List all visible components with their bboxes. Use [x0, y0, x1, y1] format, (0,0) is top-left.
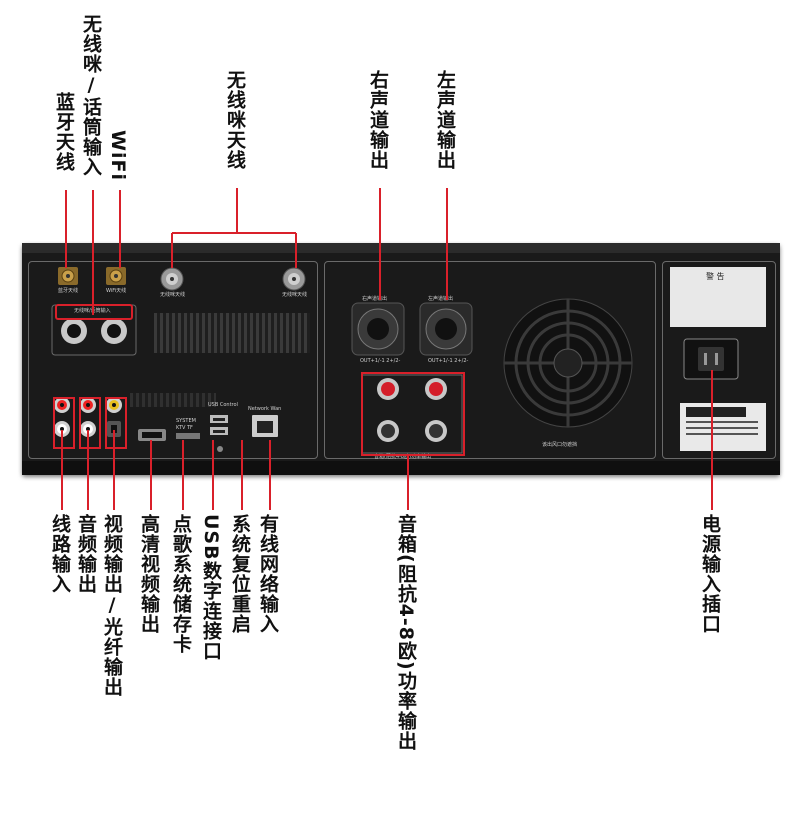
- label-bluetooth-antenna: 蓝牙天线: [53, 92, 75, 172]
- panel-text-bt: 蓝牙天线: [58, 288, 79, 294]
- speakon-left: [419, 302, 473, 356]
- rca-audio-output: [80, 397, 96, 437]
- chassis-top-edge: [22, 243, 780, 253]
- panel-text-warning: 警 告: [706, 272, 725, 281]
- vent-grill-small: [130, 393, 216, 407]
- label-speaker-output: 音箱(阻抗4-8欧)功率输出: [395, 514, 417, 751]
- speakon-right: [351, 302, 405, 356]
- chassis-bottom-edge: [22, 461, 780, 475]
- label-hd-video-output: 高清视频输出: [138, 514, 160, 634]
- binding-posts: [377, 378, 447, 442]
- rj45-port: [252, 415, 278, 437]
- right-io-frame: [324, 261, 656, 459]
- label-usb-port: USB数字连接口: [200, 514, 222, 661]
- rca-line-input: [54, 397, 70, 437]
- panel-text-out-spec-l: OUT+1/-1 2+/2-: [428, 358, 469, 364]
- panel-text-network: Network Wan: [248, 406, 282, 412]
- usb-ports: [210, 415, 228, 452]
- label-left-channel-output: 左声道输出: [434, 70, 456, 170]
- bluetooth-antenna-connector: [58, 267, 78, 285]
- label-wireless-mic-input: 无线咪/话筒输入: [80, 14, 102, 177]
- mic-jack-1: [61, 318, 87, 344]
- panel-text-ktv: KTV TF: [176, 425, 193, 431]
- panel-text-mic-ant-r: 无线咪天线: [282, 292, 308, 298]
- panel-text-usb: USB Control: [208, 402, 238, 408]
- label-wifi: WiFi: [107, 130, 129, 181]
- label-wireless-mic-antenna: 无线咪天线: [224, 70, 246, 170]
- panel-text-out-spec-r: OUT+1/-1 2+/2-: [360, 358, 401, 364]
- iec-power-socket: [683, 338, 739, 380]
- hdmi-port: [138, 429, 166, 441]
- label-line-input: 线路输入: [49, 514, 71, 594]
- panel-text-out-r: 右声道输出: [362, 296, 388, 302]
- panel-text-speaker-out: 音箱(阻抗4-8欧)功率输出: [374, 454, 432, 460]
- vent-grill: [154, 313, 310, 353]
- label-power-socket: 电源输入插口: [699, 514, 721, 634]
- cooling-fan: [503, 298, 633, 428]
- panel-text-system: SYSTEM: [176, 418, 196, 424]
- label-right-channel-output: 右声道输出: [367, 70, 389, 170]
- label-karaoke-storage-card: 点歌系统储存卡: [170, 514, 192, 654]
- panel-text-mic-ant-l: 无线咪天线: [160, 292, 186, 298]
- panel-text-wifi: WiFi天线: [106, 288, 127, 294]
- barcode-label: [680, 403, 766, 451]
- panel-text-out-l: 左声道输出: [428, 296, 454, 302]
- rca-video-optical: [106, 397, 122, 437]
- panel-hardware: [51, 267, 766, 454]
- panel-text-fan: 该出风口勿遮挡: [542, 442, 578, 448]
- label-audio-output: 音频输出: [75, 514, 97, 594]
- tf-card-slot: [176, 433, 200, 439]
- label-system-reset: 系统复位重启: [229, 514, 251, 634]
- label-wired-network-input: 有线网络输入: [257, 514, 279, 634]
- warning-label: [670, 267, 766, 327]
- wifi-antenna-connector: [106, 267, 126, 285]
- power-frame: [662, 261, 776, 459]
- label-video-optical-output: 视频输出/光纤输出: [101, 514, 123, 697]
- amplifier-rear-panel: 蓝牙天线 WiFi天线 无线咪天线 无线咪天线 无线咪/话筒输入 右声道输出 左…: [22, 243, 780, 475]
- mic-antenna-right: [282, 267, 306, 291]
- mic-jack-2: [101, 318, 127, 344]
